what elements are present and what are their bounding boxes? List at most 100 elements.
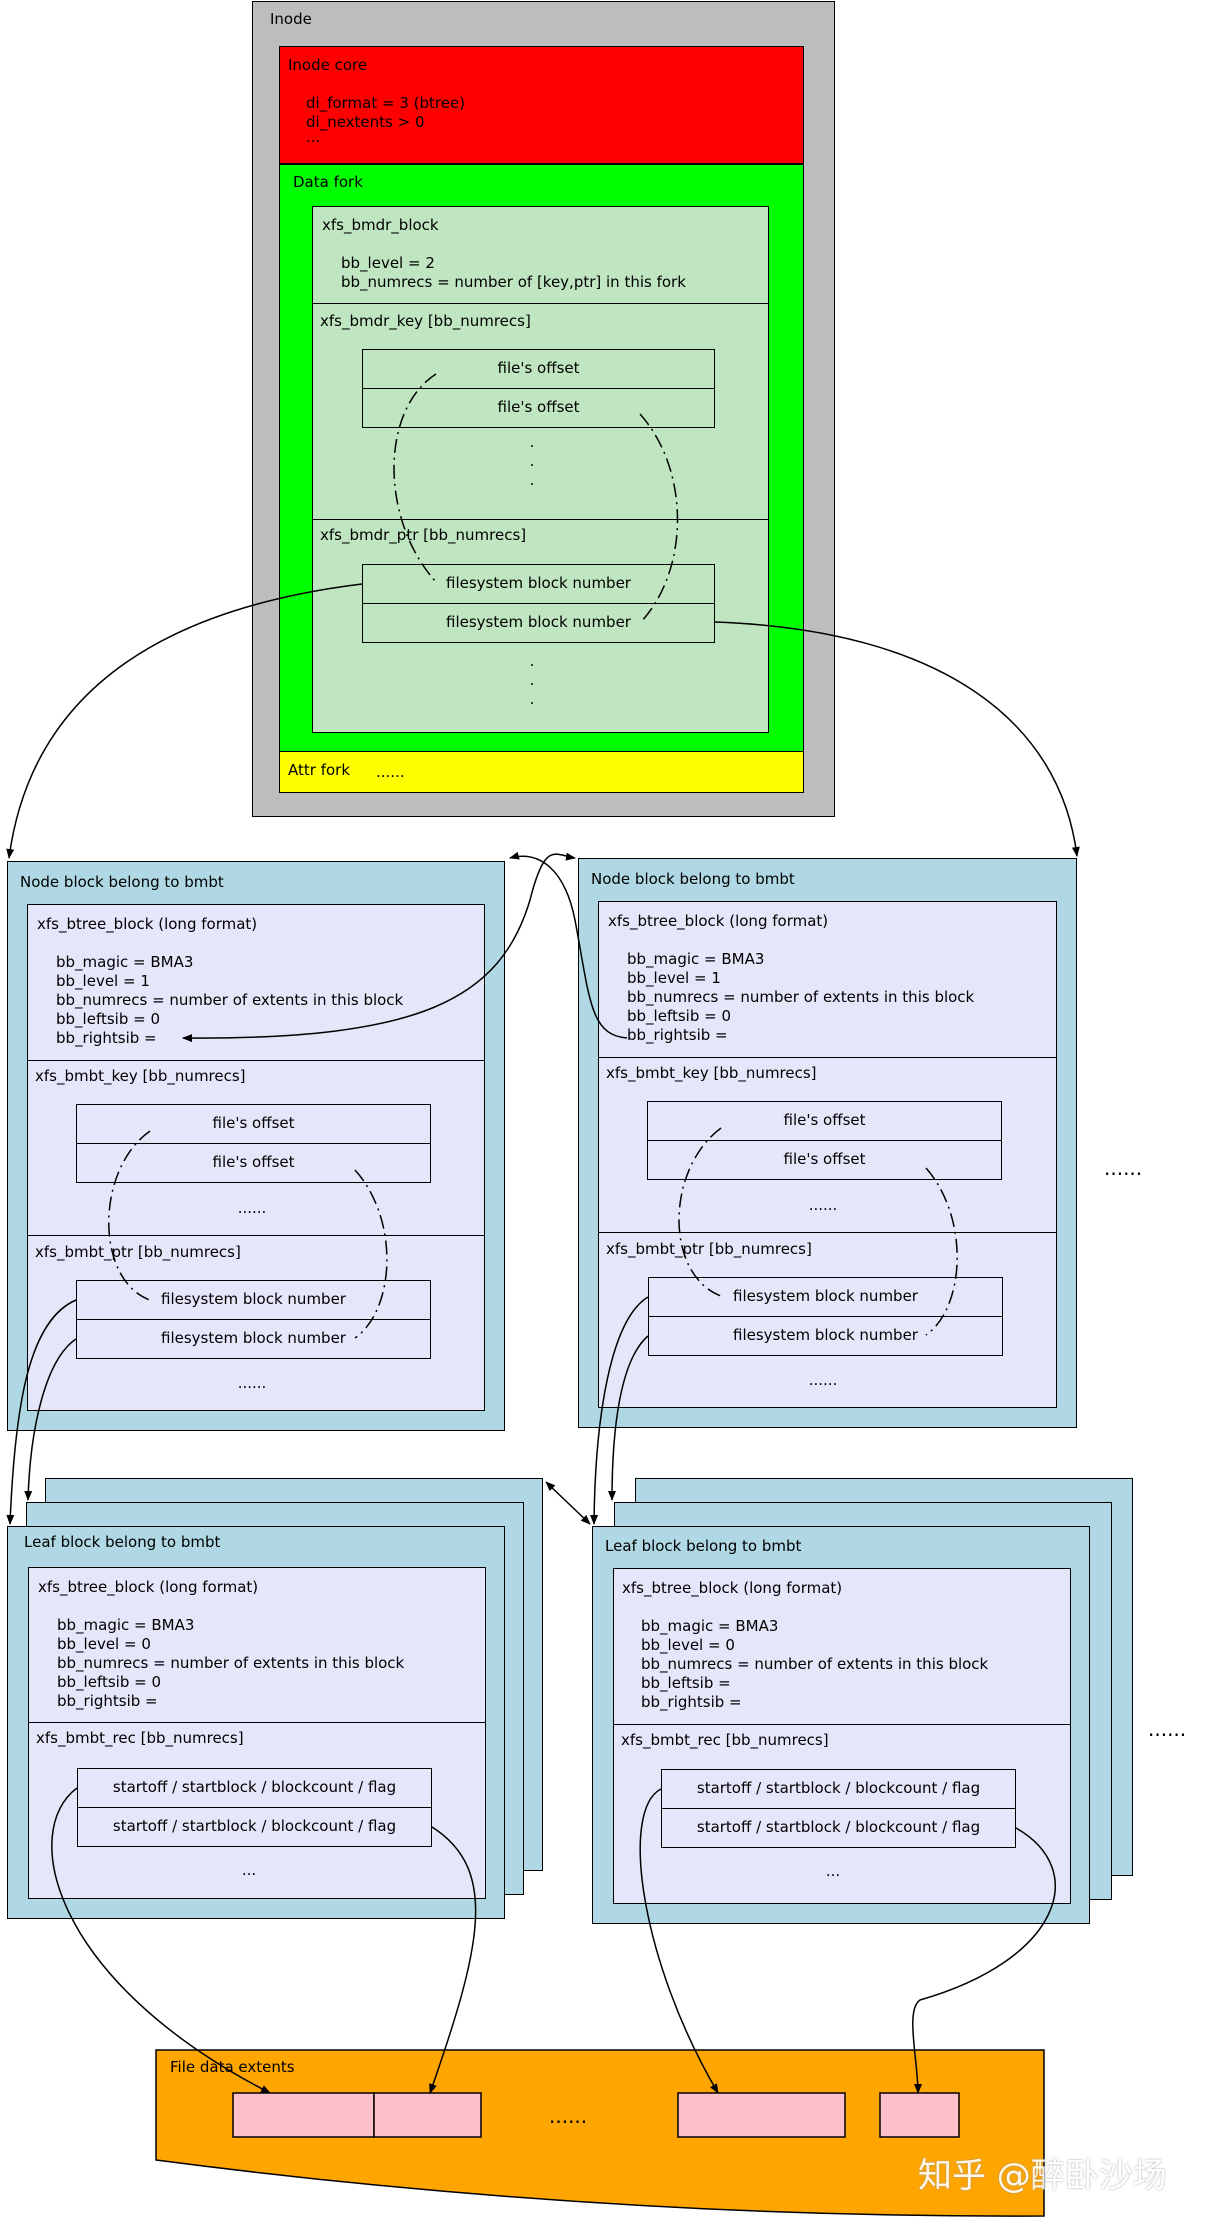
node-right-btree-line5: bb_rightsib = xyxy=(627,1026,728,1044)
bmdr-key-title: xfs_bmdr_key [bb_numrecs] xyxy=(320,312,531,330)
bmdr-block-title: xfs_bmdr_block xyxy=(322,216,439,234)
file-data-extents-shape xyxy=(155,2049,1045,2217)
node-right-key-dots: ...... xyxy=(808,1196,838,1214)
bmdr-ptr-title: xfs_bmdr_ptr [bb_numrecs] xyxy=(320,526,527,544)
bmdr-ptr-row-2: filesystem block number xyxy=(362,603,715,643)
arrow-node-right-leftsib xyxy=(509,851,628,1039)
node-right-btree-line2: bb_level = 1 xyxy=(627,969,721,987)
bmdr-key-to-ptr-loop-1 xyxy=(393,373,437,583)
leaf-left-btree-line2: bb_level = 0 xyxy=(57,1635,151,1653)
arrow-leaf-sibling xyxy=(545,1481,591,1525)
node-right-loop-1 xyxy=(678,1127,722,1297)
node-left-key-dots: ...... xyxy=(237,1199,267,1217)
leaf-left-rec-row-2: startoff / startblock / blockcount / fla… xyxy=(77,1807,432,1847)
inode-core-title: Inode core xyxy=(288,56,368,74)
extent-block-3 xyxy=(677,2092,846,2138)
bmdr-block-line2: bb_numrecs = number of [key,ptr] in this… xyxy=(341,273,686,291)
node-right-divider-1 xyxy=(598,1057,1057,1058)
more-leaves-dots: ...... xyxy=(1148,1717,1187,1741)
node-right-inner xyxy=(598,901,1057,1408)
attr-fork-title: Attr fork xyxy=(288,761,351,779)
inode-core-line2: di_nextents > 0 xyxy=(306,113,425,131)
bmdr-key-row-2: file's offset xyxy=(362,388,715,428)
node-left-key-row-2: file's offset xyxy=(76,1143,431,1183)
extent-block-2 xyxy=(373,2092,482,2138)
node-left-loop-2 xyxy=(354,1169,388,1339)
attr-fork xyxy=(279,751,804,793)
extent-block-4 xyxy=(879,2092,960,2138)
node-right-divider-2 xyxy=(598,1232,1057,1233)
node-right-btree-line1: bb_magic = BMA3 xyxy=(627,950,765,968)
node-left-btree-line2: bb_level = 1 xyxy=(56,972,150,990)
bmdr-ptr-dots: . . . xyxy=(529,652,535,708)
node-left-btree-line5: bb_rightsib = xyxy=(56,1029,157,1047)
leaf-left-btree-title: xfs_btree_block (long format) xyxy=(38,1578,259,1596)
leaf-right-title: Leaf block belong to bmbt xyxy=(605,1537,802,1555)
leaf-left-rec-title: xfs_bmbt_rec [bb_numrecs] xyxy=(36,1729,244,1747)
leaf-left-btree-line4: bb_leftsib = 0 xyxy=(57,1673,161,1691)
arrow-node-right-ptr1-to-leaf xyxy=(590,1296,649,1525)
node-right-btree-title: xfs_btree_block (long format) xyxy=(608,912,829,930)
leaf-right-divider xyxy=(613,1724,1071,1725)
bmdr-key-to-ptr-loop-2 xyxy=(639,413,679,624)
leaf-left-btree-line3: bb_numrecs = number of extents in this b… xyxy=(57,1654,405,1672)
node-right-title: Node block belong to bmbt xyxy=(591,870,795,888)
node-left-ptr-dots: ...... xyxy=(237,1374,267,1392)
bmdr-block-line1: bb_level = 2 xyxy=(341,254,435,272)
leaf-right-btree-line5: bb_rightsib = xyxy=(641,1693,742,1711)
file-data-title: File data extents xyxy=(170,2058,295,2076)
attr-fork-dots: ...... xyxy=(376,763,405,781)
leaf-right-btree-line3: bb_numrecs = number of extents in this b… xyxy=(641,1655,989,1673)
inode-core-line1: di_format = 3 (btree) xyxy=(306,94,466,112)
node-right-ptr-title: xfs_bmbt_ptr [bb_numrecs] xyxy=(606,1240,812,1258)
node-right-ptr-dots: ...... xyxy=(808,1371,838,1389)
leaf-left-inner xyxy=(28,1567,486,1899)
leaf-left-title: Leaf block belong to bmbt xyxy=(24,1533,221,1551)
node-left-ptr-row-2: filesystem block number xyxy=(76,1319,431,1359)
arrow-leaf-right-rec1-to-extent xyxy=(639,1788,719,2094)
watermark: 知乎 @醉卧沙场 xyxy=(918,2156,1167,2196)
bmdr-divider-1 xyxy=(312,303,769,304)
node-left-divider-2 xyxy=(27,1235,485,1236)
node-right-key-title: xfs_bmbt_key [bb_numrecs] xyxy=(606,1064,817,1082)
leaf-left-btree-line5: bb_rightsib = xyxy=(57,1692,158,1710)
more-nodes-dots: ...... xyxy=(1104,1156,1143,1180)
leaf-right-rec-row-2: startoff / startblock / blockcount / fla… xyxy=(661,1808,1016,1848)
arrow-inode-to-node-left xyxy=(6,583,363,859)
node-right-ptr-row-2: filesystem block number xyxy=(648,1316,1003,1356)
arrow-leaf-left-rec2-to-extent xyxy=(429,1826,477,2094)
arrow-leaf-right-rec2-to-extent xyxy=(912,1827,1056,2094)
node-left-loop-1 xyxy=(108,1130,151,1301)
arrow-node-left-ptr1-to-leaf xyxy=(6,1299,77,1525)
inode-core-line3: ... xyxy=(306,128,321,146)
arrow-inode-to-node-right xyxy=(714,621,1080,857)
inode-core xyxy=(279,46,804,164)
bmdr-divider-2 xyxy=(312,519,769,520)
leaf-left-btree-line1: bb_magic = BMA3 xyxy=(57,1616,195,1634)
data-fork-title: Data fork xyxy=(293,173,363,191)
leaf-right-btree-line2: bb_level = 0 xyxy=(641,1636,735,1654)
leaf-left-rec-dots: ... xyxy=(241,1861,257,1879)
node-right-btree-line4: bb_leftsib = 0 xyxy=(627,1007,731,1025)
node-left-btree-line4: bb_leftsib = 0 xyxy=(56,1010,160,1028)
leaf-right-btree-title: xfs_btree_block (long format) xyxy=(622,1579,843,1597)
arrow-node-left-rightsib xyxy=(182,852,576,1043)
leaf-right-rec-dots: ... xyxy=(825,1862,841,1880)
node-left-ptr-title: xfs_bmbt_ptr [bb_numrecs] xyxy=(35,1243,241,1261)
leaf-left-divider xyxy=(28,1722,486,1723)
bmdr-key-dots: . . . xyxy=(529,433,535,489)
node-left-key-title: xfs_bmbt_key [bb_numrecs] xyxy=(35,1067,246,1085)
file-data-dots: ...... xyxy=(549,2104,588,2128)
leaf-right-rec-title: xfs_bmbt_rec [bb_numrecs] xyxy=(621,1731,829,1749)
bmdr-container xyxy=(312,206,769,733)
arrow-leaf-left-rec1-to-extent xyxy=(51,1787,271,2094)
node-right-key-row-2: file's offset xyxy=(647,1140,1002,1180)
arrow-node-right-ptr2-to-leaf xyxy=(608,1335,649,1501)
leaf-right-inner xyxy=(613,1568,1071,1904)
inode-title: Inode xyxy=(270,10,312,28)
leaf-right-btree-line4: bb_leftsib = xyxy=(641,1674,731,1692)
node-right-loop-2 xyxy=(925,1167,958,1336)
leaf-right-btree-line1: bb_magic = BMA3 xyxy=(641,1617,779,1635)
node-left-divider-1 xyxy=(27,1060,485,1061)
